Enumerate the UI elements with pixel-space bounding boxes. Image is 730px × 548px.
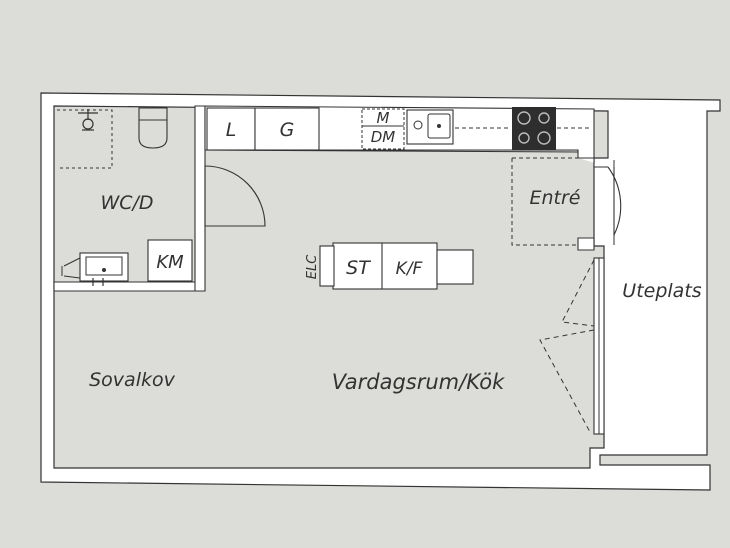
kitchen-sink-icon xyxy=(406,109,454,145)
entrance-door-opening xyxy=(577,157,608,251)
fixture-label-l: L xyxy=(226,119,237,141)
fixture-label-kf: K/F xyxy=(396,259,423,279)
room-label-entre: Entré xyxy=(530,187,581,209)
bathroom-door-swing xyxy=(204,165,266,227)
stovetop-table xyxy=(332,242,438,290)
washbasin-bowl xyxy=(85,256,123,276)
washbasin-edge xyxy=(61,257,81,279)
freezer-box xyxy=(254,107,320,151)
fixture-label-km: KM xyxy=(156,252,184,273)
room-label-sovalkov: Sovalkov xyxy=(89,369,175,391)
faucet-icon xyxy=(413,120,423,130)
fixture-label-st: ST xyxy=(346,257,371,279)
fixture-label-g: G xyxy=(280,119,295,141)
entrance-door-swing xyxy=(607,166,622,236)
shower-head-icon xyxy=(78,109,98,131)
kitchen-sink-bowl xyxy=(427,113,451,139)
table-extension xyxy=(436,249,474,285)
stove-burner-icon xyxy=(537,131,551,145)
elc-box xyxy=(319,245,335,287)
shower-area xyxy=(57,109,113,169)
terrace-outline xyxy=(604,111,708,456)
microwave-dishwasher-box xyxy=(361,108,405,150)
entrance-zone xyxy=(511,157,578,246)
fixture-label-dm: DM xyxy=(371,128,396,146)
stove-burner-icon xyxy=(518,132,530,144)
sink-drain-icon xyxy=(437,124,441,128)
stove-icon xyxy=(512,107,556,150)
fixture-label-m: M xyxy=(377,109,390,127)
stove-burner-icon xyxy=(517,111,531,125)
washbasin-drain-icon xyxy=(102,268,106,272)
terrace-door-swing xyxy=(539,259,595,433)
stove-burner-icon xyxy=(538,112,550,124)
fridge-box xyxy=(206,107,256,151)
bathroom-walls xyxy=(53,105,206,292)
room-label-vardagsrum: Vardagsrum/Kök xyxy=(332,370,505,394)
washbasin-icon xyxy=(79,252,129,282)
washing-machine-box xyxy=(147,239,193,282)
fixture-label-elc: ELC xyxy=(305,254,320,279)
room-label-uteplats: Uteplats xyxy=(622,280,701,302)
room-label-wc: WC/D xyxy=(100,192,153,214)
toilet-icon xyxy=(138,107,168,149)
